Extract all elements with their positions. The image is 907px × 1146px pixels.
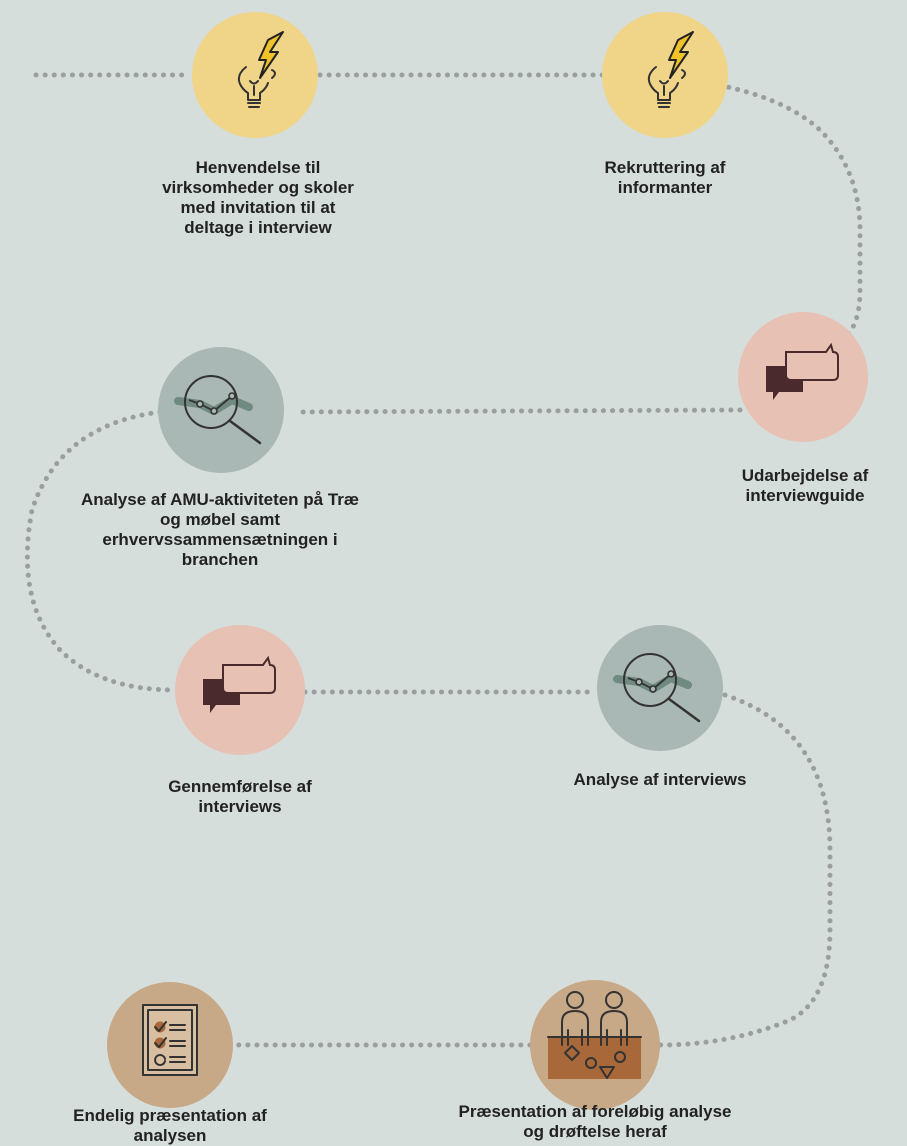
step-5-node — [175, 625, 305, 755]
step-1-node — [192, 12, 318, 138]
step-1-circle — [192, 12, 318, 138]
step-7-node — [530, 980, 660, 1110]
step-8-label: Endelig præsentation af analysen — [73, 1106, 267, 1145]
step-5-label: Gennemførelse af interviews — [168, 777, 312, 816]
step-3-node — [738, 312, 868, 442]
step-6-node — [597, 625, 723, 751]
magnifier-chart-icon — [613, 653, 701, 723]
magnifier-chart-icon — [174, 375, 262, 445]
people-discussion-icon — [547, 991, 642, 1079]
lightbulb-icon — [237, 31, 284, 108]
step-6-label: Analyse af interviews — [573, 770, 747, 789]
step-2-circle — [602, 12, 728, 138]
speech-bubbles-icon — [766, 342, 839, 400]
step-1-label: Henvendelse til virksomheder og skoler m… — [162, 158, 354, 237]
step-2-label: Rekruttering af informanter — [604, 158, 726, 197]
checklist-icon — [142, 1004, 198, 1076]
step-7-label: Præsentation af foreløbig analyse og drø… — [458, 1102, 732, 1141]
step-2-node — [602, 12, 728, 138]
dotted-path — [24, 72, 863, 1048]
lightbulb-icon — [647, 31, 694, 108]
step-4-node — [158, 347, 284, 473]
step-4-label: Analyse af AMU-aktiviteten på Træ og møb… — [80, 490, 360, 569]
step-3-label: Udarbejdelse af interviewguide — [741, 466, 869, 505]
step-8-node — [107, 982, 233, 1108]
speech-bubbles-icon — [203, 655, 276, 713]
